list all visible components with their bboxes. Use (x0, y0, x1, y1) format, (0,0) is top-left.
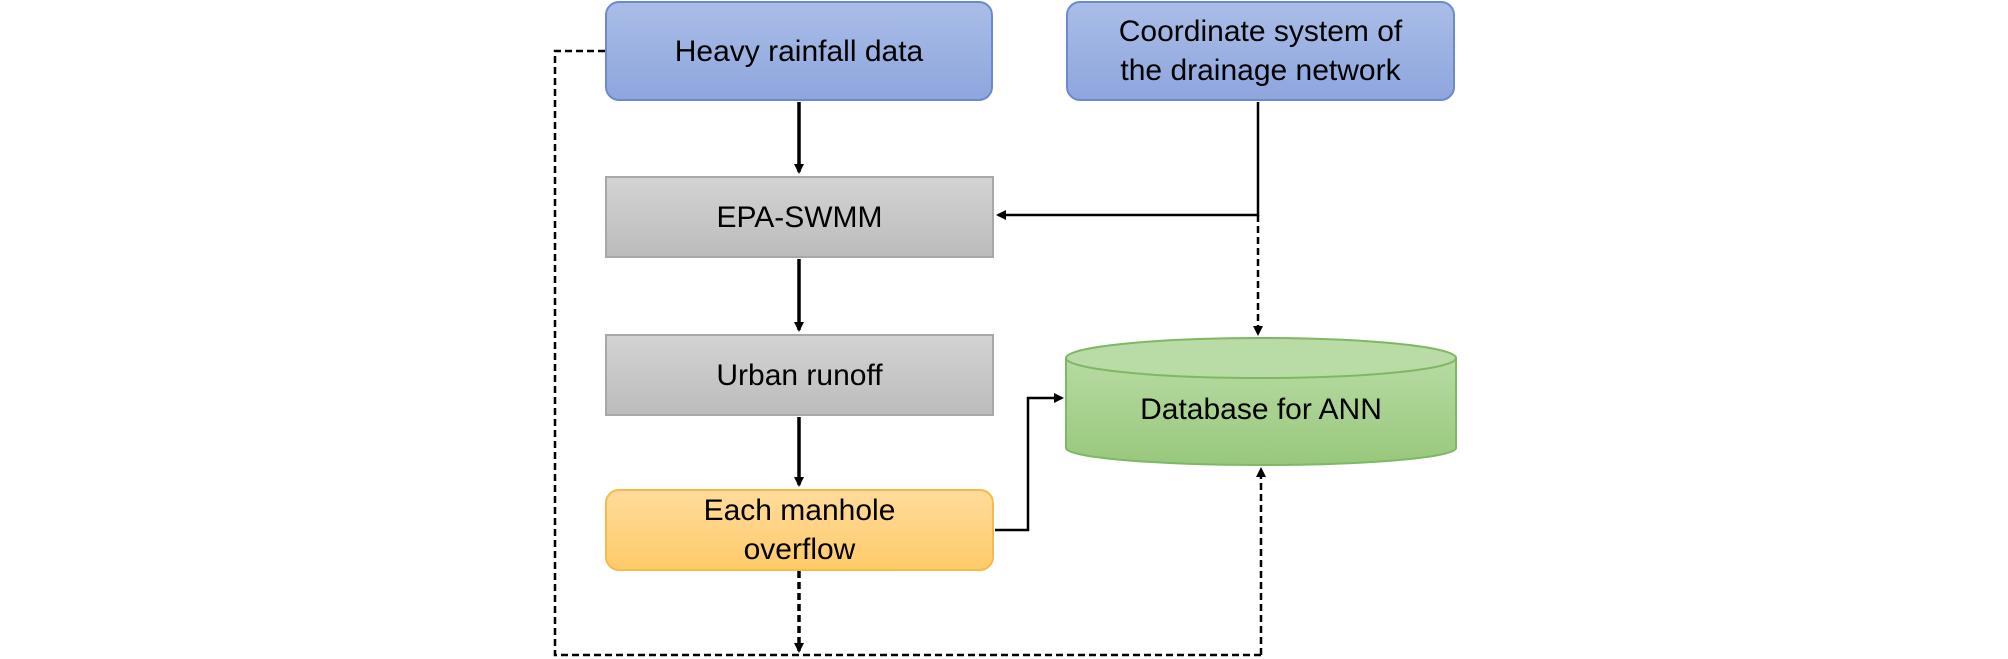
epa-swmm-label: EPA-SWMM (716, 200, 883, 234)
heavy-rainfall-data-node: Heavy rainfall data (605, 1, 993, 101)
heavy-rainfall-data-label: Heavy rainfall data (674, 34, 924, 68)
dashed-line-rainfall-loop (553, 49, 1261, 657)
arrow-manhole-to-database (995, 393, 1064, 532)
coordinate-system-label: Coordinate system of the drainage networ… (1118, 15, 1403, 87)
urban-runoff-label: Urban runoff (716, 358, 883, 392)
coordinate-system-node: Coordinate system of the drainage networ… (1066, 1, 1455, 101)
database-cylinder (1065, 337, 1457, 466)
urban-runoff-node: Urban runoff (605, 334, 994, 416)
manhole-overflow-label: Each manhole overflow (703, 494, 896, 566)
database-for-ann-label: Database for ANN (1140, 393, 1382, 426)
manhole-overflow-node: Each manhole overflow (605, 489, 994, 571)
epa-swmm-node: EPA-SWMM (605, 176, 994, 258)
arrow-coordinate-to-swmm (996, 102, 1260, 220)
